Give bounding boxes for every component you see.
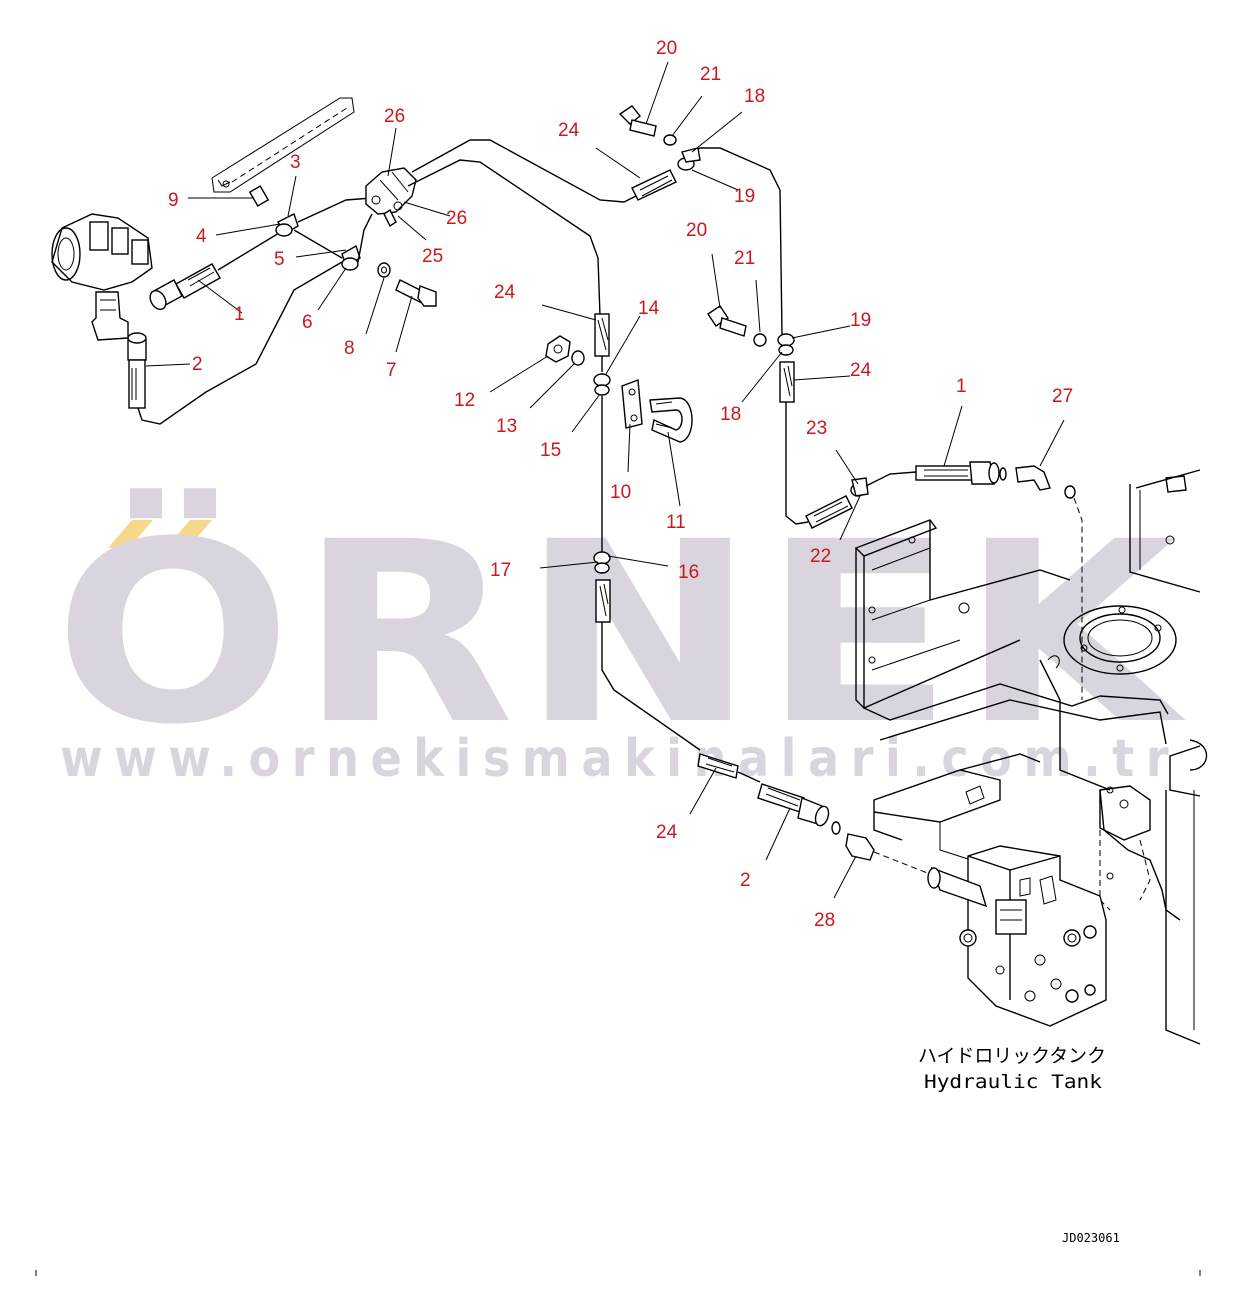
- watermark-umlaut-right: [166, 520, 212, 548]
- callout-10: 10: [610, 482, 631, 503]
- part-10-11-ubolt: [621, 379, 693, 443]
- pump-assembly: [51, 213, 153, 341]
- callout-17: 17: [490, 560, 511, 581]
- callout-5: 5: [274, 249, 285, 270]
- callout-3: 3: [290, 152, 301, 173]
- tank-label: ハイドロリックタンク Hydraulic Tank: [918, 1045, 1106, 1093]
- part-2-hose-bottom: [757, 783, 841, 835]
- part-22-23-clamp: [805, 471, 917, 529]
- callout-21-top: 21: [700, 64, 721, 85]
- callout-26-top: 26: [384, 106, 405, 127]
- part-24-sleeve-mid: [594, 313, 610, 372]
- callout-15: 15: [540, 440, 561, 461]
- callout-12: 12: [454, 390, 475, 411]
- part-24-sleeve-bottom: [697, 753, 761, 783]
- callout-16: 16: [678, 562, 699, 583]
- part-7-bolt: [395, 279, 437, 307]
- watermark-brand: ÖRNEK: [54, 488, 1187, 779]
- callout-25: 25: [422, 246, 443, 267]
- part-27-elbow: [999, 465, 1083, 700]
- callout-2-left: 2: [192, 354, 203, 375]
- callout-11: 11: [666, 512, 686, 533]
- callout-7: 7: [386, 360, 397, 381]
- callout-22: 22: [810, 546, 831, 567]
- part-18-19-clamp-top: [677, 147, 701, 171]
- part-1-hose-right: [915, 461, 1000, 485]
- callout-20-top: 20: [656, 38, 677, 59]
- drawing-code: JD023061: [1062, 1231, 1120, 1245]
- callout-24-bottom: 24: [656, 822, 678, 843]
- tank-label-english: Hydraulic Tank: [924, 1071, 1103, 1093]
- part-2-hose-left: [127, 261, 343, 425]
- corner-marks: [35, 1270, 1201, 1276]
- part-20-21-top: [618, 105, 677, 146]
- control-valve: [927, 845, 1107, 1027]
- callout-1-right: 1: [956, 376, 967, 397]
- part-24-sleeve-top: [631, 169, 677, 201]
- watermark-umlaut-left: [108, 520, 153, 548]
- leader-lines: [145, 61, 1065, 899]
- callout-8: 8: [344, 338, 355, 359]
- callout-19-top: 19: [734, 186, 755, 207]
- callout-6: 6: [302, 312, 313, 333]
- part-25-26-bracket: [365, 167, 417, 228]
- callout-21-mid: 21: [734, 248, 755, 269]
- callout-14: 14: [638, 298, 660, 319]
- part-14-15-clamp: [593, 373, 611, 552]
- part-24-sleeve-low: [595, 579, 701, 751]
- part-9-stud: [248, 185, 270, 207]
- callout-24-top: 24: [558, 120, 580, 141]
- tank-label-japanese: ハイドロリックタンク: [918, 1045, 1106, 1067]
- part-24-sleeve-right: [779, 361, 809, 525]
- callout-26-right: 26: [446, 208, 467, 229]
- callout-24-right: 24: [850, 360, 872, 381]
- part-16-17-clamp: [593, 551, 611, 574]
- part-18-19-clamp-mid: [777, 333, 795, 356]
- part-28-fitting: [845, 833, 941, 879]
- main-pipe-upper: [407, 139, 783, 337]
- callout-28: 28: [814, 910, 835, 931]
- callouts: 1 2 3 4 5 6 7 8 9 26 26 25 20 21 18 24 1…: [168, 38, 1073, 931]
- left-bracket: [211, 97, 355, 193]
- callout-23: 23: [806, 418, 827, 439]
- clamps-left: [275, 197, 391, 278]
- watermark-url: www.ornekismakinalari.com.tr: [60, 729, 1180, 789]
- callout-2-bottom: 2: [740, 870, 751, 891]
- part-20-21-mid: [707, 305, 767, 347]
- callout-19-mid: 19: [850, 310, 871, 331]
- callout-20-mid: 20: [686, 220, 707, 241]
- callout-27: 27: [1052, 386, 1073, 407]
- callout-18-mid: 18: [720, 404, 741, 425]
- callout-9: 9: [168, 190, 179, 211]
- callout-24-mid: 24: [494, 282, 516, 303]
- callout-13: 13: [496, 416, 517, 437]
- callout-18-top: 18: [744, 86, 765, 107]
- part-12-13-nut: [545, 335, 585, 366]
- callout-4: 4: [196, 226, 207, 247]
- hydraulic-tank: [854, 469, 1208, 1045]
- watermark: ÖRNEK www.ornekismakinalari.com.tr: [54, 488, 1187, 789]
- callout-1-left: 1: [234, 304, 245, 325]
- part-1-hose-left: [149, 229, 285, 311]
